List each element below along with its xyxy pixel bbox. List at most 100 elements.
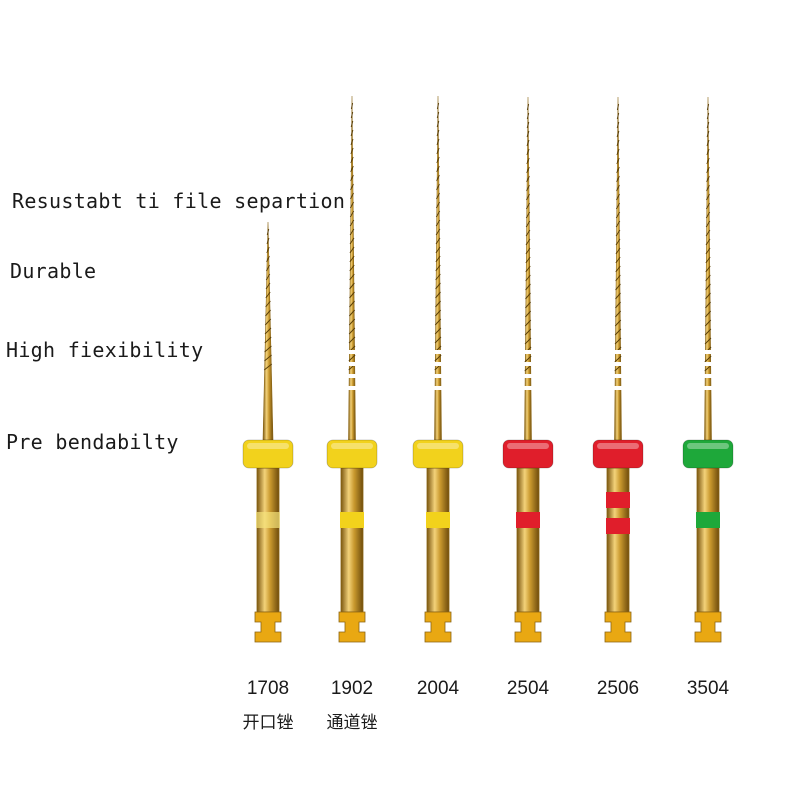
file-handle (696, 467, 720, 613)
flute-mark (435, 282, 441, 290)
flute-mark (349, 282, 355, 290)
latch-connector (338, 611, 366, 643)
flute-mark (525, 301, 531, 309)
flute-mark (705, 229, 711, 237)
flute-mark (615, 211, 621, 219)
flute-mark (705, 292, 711, 300)
flute-mark (525, 256, 531, 264)
flute-mark (616, 130, 620, 138)
flute-mark (525, 211, 531, 219)
flute-mark (706, 112, 710, 120)
flute-mark (706, 184, 710, 192)
flute-mark (704, 355, 712, 363)
file-size-label: 1902 (330, 678, 374, 699)
flute-mark (526, 121, 530, 129)
flute-mark (264, 354, 272, 362)
flute-mark (616, 121, 620, 129)
flute-mark (435, 291, 441, 299)
flute-mark (706, 139, 710, 147)
stopper-highlight (687, 443, 729, 449)
flute-mark (436, 183, 440, 191)
flute-mark (266, 246, 270, 254)
depth-marking (348, 350, 356, 354)
flute-mark (615, 292, 621, 300)
latch-connector (694, 611, 722, 643)
flute-mark (436, 192, 440, 200)
feature-flexibility: High fiexibility (6, 338, 204, 362)
flute-mark (705, 274, 711, 282)
flute-mark (706, 103, 710, 111)
color-band (696, 512, 720, 528)
flute-mark (350, 129, 354, 137)
flute-mark (615, 247, 621, 255)
flute-mark (349, 264, 355, 272)
flute-mark (350, 111, 354, 119)
flute-mark (524, 355, 532, 363)
flute-mark (615, 274, 621, 282)
endo-file-2504 (502, 96, 554, 643)
flute-mark (614, 337, 622, 345)
flute-mark (705, 283, 711, 291)
flute-mark (525, 265, 531, 273)
flute-mark (705, 211, 711, 219)
feature-pre-bendability: Pre bendabilty (6, 430, 179, 454)
depth-marking (348, 386, 356, 390)
endo-file-1708 (242, 221, 294, 643)
flute-mark (264, 327, 272, 335)
depth-marking (434, 374, 442, 378)
flute-mark (616, 157, 620, 165)
stopper-ring (326, 439, 378, 469)
flute-mark (264, 345, 272, 353)
flute-mark (704, 319, 712, 327)
depth-marking (704, 386, 712, 390)
flute-mark (614, 310, 622, 318)
feature-separation-resistance: Resustabt ti file separtion (12, 189, 346, 213)
flute-mark (525, 220, 531, 228)
color-band (606, 518, 630, 534)
stopper-highlight (331, 443, 373, 449)
depth-marking (434, 350, 442, 354)
color-band (426, 512, 450, 528)
flute-mark (526, 175, 530, 183)
flute-mark (705, 247, 711, 255)
flute-mark (616, 166, 620, 174)
flute-mark (526, 166, 530, 174)
flute-mark (524, 337, 532, 345)
flute-mark (526, 148, 530, 156)
flute-mark (706, 157, 710, 165)
flute-mark (616, 148, 620, 156)
flute-mark (436, 120, 440, 128)
flute-mark (348, 309, 356, 317)
flute-mark (434, 327, 442, 335)
flute-mark (706, 121, 710, 129)
flute-mark (706, 166, 710, 174)
latch-connector (254, 611, 282, 643)
depth-marking (704, 350, 712, 354)
depth-marking (614, 362, 622, 366)
flute-mark (525, 238, 531, 246)
flute-mark (616, 103, 620, 111)
flute-mark (264, 336, 272, 344)
flute-mark (348, 354, 356, 362)
depth-marking (434, 386, 442, 390)
latch-connector (424, 611, 452, 643)
stopper-ring (682, 439, 734, 469)
stopper-ring (242, 439, 294, 469)
flute-mark (348, 318, 356, 326)
color-band (340, 512, 364, 528)
endo-file-3504 (682, 96, 734, 643)
flute-mark (615, 265, 621, 273)
flute-mark (705, 301, 711, 309)
stopper-highlight (597, 443, 639, 449)
flute-mark (435, 210, 441, 218)
depth-marking (434, 362, 442, 366)
flute-mark (525, 292, 531, 300)
flute-mark (348, 336, 356, 344)
flute-mark (435, 300, 441, 308)
file-size-label: 3504 (686, 678, 730, 699)
flute-mark (349, 291, 355, 299)
file-size-label: 2004 (416, 678, 460, 699)
flute-mark (524, 310, 532, 318)
depth-marking (524, 350, 532, 354)
file-handle (256, 467, 280, 613)
